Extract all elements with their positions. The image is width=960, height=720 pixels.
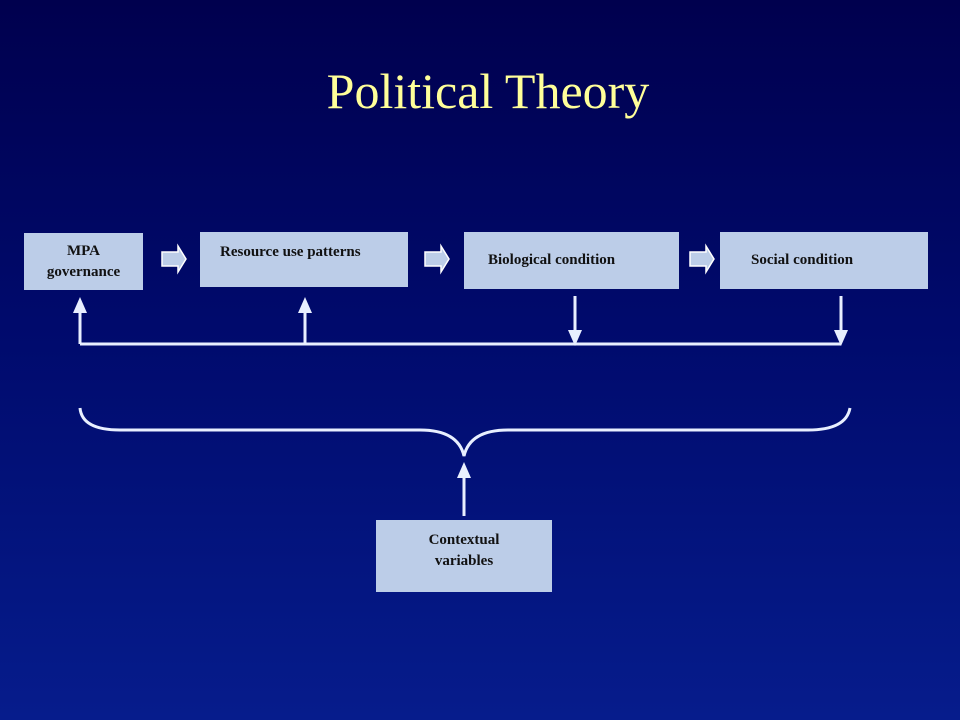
contextual-variables-line-2: variables bbox=[434, 553, 494, 569]
flow-arrow-3 bbox=[689, 243, 715, 275]
contextual-variables-line-1: Contextual bbox=[428, 532, 500, 548]
resource-use-box: Resource use patterns bbox=[200, 232, 408, 287]
mpa-governance-line-1: MPA bbox=[66, 243, 101, 259]
contextual-to-brace-arrow bbox=[457, 462, 471, 516]
slide-title: Political Theory bbox=[326, 63, 650, 119]
flow-arrow-1 bbox=[161, 243, 187, 275]
flow-arrow-2 bbox=[424, 243, 450, 275]
curly-brace bbox=[78, 407, 852, 457]
mpa-governance-box: MPA governance bbox=[24, 233, 143, 290]
feedback-arrow-to-mpa-governance bbox=[73, 297, 87, 344]
feedback-arrow-from-biological bbox=[568, 296, 582, 346]
biological-condition-label: Biological condition bbox=[488, 252, 616, 268]
social-condition-label: Social condition bbox=[751, 252, 854, 268]
contextual-variables-box: Contextual variables bbox=[376, 520, 552, 592]
mpa-governance-line-2: governance bbox=[46, 264, 121, 280]
feedback-arrow-from-social bbox=[834, 296, 848, 346]
social-condition-box: Social condition bbox=[720, 232, 928, 289]
feedback-arrow-to-resource-use bbox=[298, 297, 312, 344]
biological-condition-box: Biological condition bbox=[464, 232, 679, 289]
resource-use-label: Resource use patterns bbox=[220, 244, 361, 260]
